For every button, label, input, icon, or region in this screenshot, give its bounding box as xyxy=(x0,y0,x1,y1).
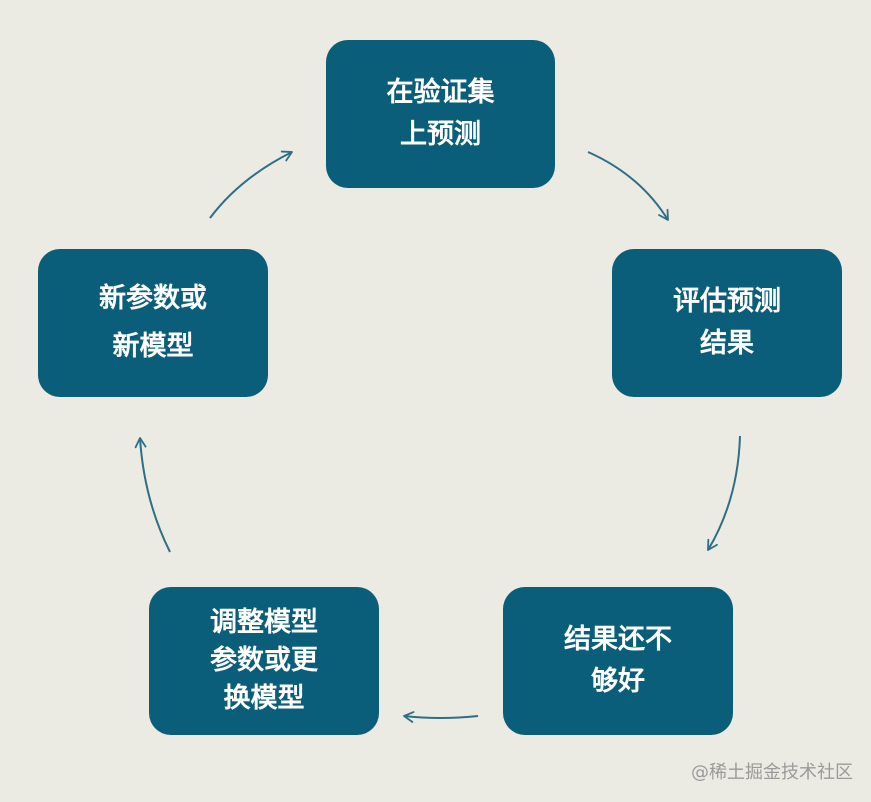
node-tune-line-2: 参数或更 xyxy=(210,645,318,676)
arrow-evaluate-to-not-good xyxy=(707,435,741,551)
arrow-not-good-to-tune xyxy=(403,711,479,723)
node-evaluate-results: 评估预测 结果 xyxy=(612,249,842,397)
arrow-new-model-to-predict xyxy=(209,150,293,219)
watermark: @稀土掘金技术社区 xyxy=(691,762,853,783)
arrow-predict-to-evaluate xyxy=(587,151,669,221)
node-evaluate-line-2: 结果 xyxy=(700,328,754,359)
node-evaluate-line-1: 评估预测 xyxy=(673,286,781,317)
node-predict-on-validation: 在验证集 上预测 xyxy=(326,40,555,188)
node-not-good-line-1: 结果还不 xyxy=(564,624,672,655)
node-tune-line-3: 换模型 xyxy=(223,683,305,714)
node-not-good-line-2: 够好 xyxy=(591,666,645,697)
node-tune-line-1: 调整模型 xyxy=(210,607,318,638)
node-results-not-good: 结果还不 够好 xyxy=(503,587,733,735)
node-new-params-or-model: 新参数或 新模型 xyxy=(38,249,268,397)
node-predict-line-2: 上预测 xyxy=(400,119,481,150)
node-new-model-line-1: 新参数或 xyxy=(99,283,207,314)
node-predict-line-1: 在验证集 xyxy=(386,77,495,108)
arrow-tune-to-new-model xyxy=(134,437,171,553)
node-tune-model: 调整模型 参数或更 换模型 xyxy=(149,587,379,735)
node-new-model-line-2: 新模型 xyxy=(112,331,194,362)
